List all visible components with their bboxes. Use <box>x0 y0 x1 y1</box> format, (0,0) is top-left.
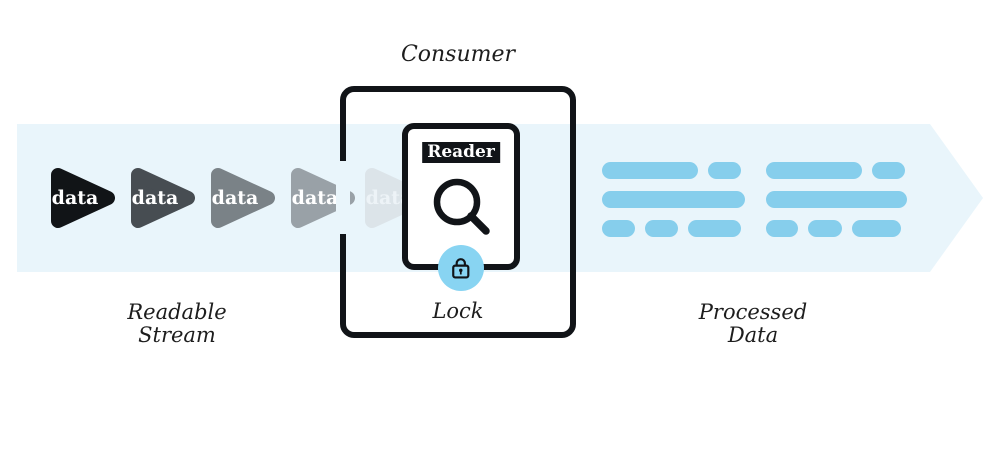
processed-data-bar <box>688 220 741 237</box>
processed-data-row <box>766 220 907 237</box>
readable-stream-line1: Readable <box>127 300 227 324</box>
processed-data-line2: Data <box>727 323 779 347</box>
processed-data-row <box>766 191 907 208</box>
magnifier-icon <box>433 178 490 235</box>
processed-data-row <box>602 220 745 237</box>
processed-data-bar <box>766 162 862 179</box>
packet-label: data <box>292 187 339 209</box>
reader-label: Reader <box>422 142 500 163</box>
packet-label: data <box>366 187 413 209</box>
packet-label: data <box>212 187 259 209</box>
processed-data-bar <box>766 191 907 208</box>
lock-caption: Lock <box>432 299 484 323</box>
packet-label: data <box>52 187 99 209</box>
readable-stream-caption: Readable Stream <box>77 301 277 347</box>
data-packet: data <box>51 168 115 228</box>
processed-data-bar <box>852 220 901 237</box>
packet-triangle-icon <box>211 168 275 228</box>
data-packet: data <box>211 168 275 228</box>
lock-icon <box>452 258 470 279</box>
consumer-caption: Consumer <box>400 42 516 67</box>
processed-data-bar <box>708 162 741 179</box>
processed-data-group <box>766 162 907 237</box>
data-packet-faded: data <box>365 168 429 228</box>
readable-stream-line2: Stream <box>138 323 216 347</box>
data-packet: data <box>131 168 195 228</box>
processed-data-bar <box>602 191 745 208</box>
processed-data-group <box>602 162 745 237</box>
processed-data-bar <box>602 220 635 237</box>
packet-triangle-icon <box>131 168 195 228</box>
processed-data-bar <box>872 162 905 179</box>
processed-data-caption: Processed Data <box>653 301 853 347</box>
processed-data-bar <box>645 220 678 237</box>
processed-data-line1: Processed <box>698 300 808 324</box>
lock-badge <box>438 245 484 291</box>
packet-label: data <box>132 187 179 209</box>
processed-data-row <box>766 162 907 179</box>
processed-data-row <box>602 162 745 179</box>
packet-triangle-icon <box>365 168 429 228</box>
consumer-box-entry-gap <box>336 161 350 234</box>
processed-data-bar <box>808 220 842 237</box>
processed-data-row <box>602 191 745 208</box>
processed-data-bar <box>602 162 698 179</box>
data-packet: data <box>291 168 355 228</box>
processed-data-bar <box>766 220 798 237</box>
packet-triangle-icon <box>51 168 115 228</box>
packet-triangle-icon <box>291 168 355 228</box>
